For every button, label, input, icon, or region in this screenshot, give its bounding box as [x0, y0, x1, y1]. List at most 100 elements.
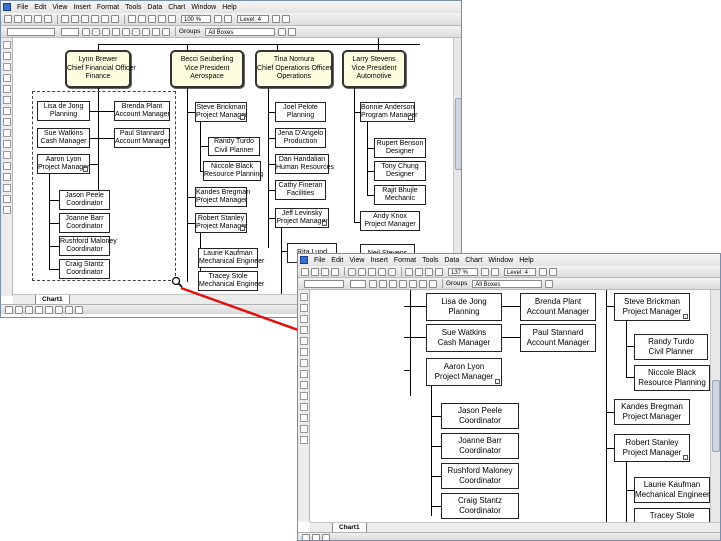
- style-icon[interactable]: [322, 533, 330, 540]
- menu-format[interactable]: Format: [393, 256, 417, 264]
- org-box[interactable]: Bonnie Anderson Program Manager -: [360, 102, 417, 122]
- back-vertical-scrollbar[interactable]: [453, 38, 461, 294]
- draw-icon[interactable]: [302, 533, 310, 540]
- org-box[interactable]: Lisa de Jong Planning: [37, 101, 90, 121]
- cut-icon[interactable]: [348, 267, 356, 276]
- undo-icon[interactable]: [378, 267, 386, 276]
- exec-box-becci-seuberling[interactable]: Becci Seuberling Vice President Aerospac…: [170, 50, 244, 88]
- org-box[interactable]: Rushford Maloney Coordinator: [441, 463, 519, 489]
- front-chart-canvas[interactable]: Lisa de Jong Planning Brenda Plant Accou…: [310, 290, 710, 522]
- align-right-icon[interactable]: [132, 27, 140, 36]
- shape-tool-icon[interactable]: [2, 195, 11, 203]
- assistant-tool-icon[interactable]: [2, 118, 11, 126]
- collapse-icon[interactable]: -: [408, 115, 413, 120]
- org-box[interactable]: Niccole Black Resource Planning: [634, 365, 710, 391]
- exec-box-tina-nomura[interactable]: Tina Nomura Chief Operations Officer Ope…: [255, 50, 333, 88]
- org-box[interactable]: Rupert Benson Designer: [374, 138, 426, 158]
- collapse-icon[interactable]: -: [240, 226, 245, 231]
- org-box[interactable]: Rajit Bhujle Mechanic: [374, 185, 426, 205]
- group-icon[interactable]: [65, 305, 73, 314]
- distribute-icon[interactable]: [55, 305, 63, 314]
- org-box[interactable]: Robert Stanley Project Manager -: [614, 434, 690, 462]
- scroll-thumb[interactable]: [712, 380, 720, 452]
- preview-icon[interactable]: [44, 15, 52, 23]
- menu-help[interactable]: Help: [222, 3, 237, 11]
- align-right-icon[interactable]: [419, 279, 427, 288]
- org-box[interactable]: Brenda Plant Account Manager: [520, 293, 596, 321]
- org-box[interactable]: Niccole Black Resource Planning: [203, 161, 263, 181]
- shadow-icon[interactable]: [15, 305, 23, 314]
- assistant-tool-icon[interactable]: [299, 370, 308, 378]
- align-icon[interactable]: [45, 305, 53, 314]
- zoom-out-icon[interactable]: [138, 15, 146, 23]
- org-box[interactable]: Jena D'Angelo Production: [275, 128, 326, 148]
- paste-icon[interactable]: [81, 15, 89, 23]
- groups-select[interactable]: All Boxes: [205, 27, 276, 36]
- back-chart-canvas[interactable]: Lynn Brewer Chief Financial Officer Fina…: [13, 38, 453, 294]
- underline-icon[interactable]: [102, 27, 110, 36]
- font-name-select[interactable]: [7, 27, 55, 36]
- org-box[interactable]: Kandes Bregman Project Manager: [614, 399, 690, 425]
- font-color-icon[interactable]: [162, 27, 170, 36]
- text-tool-icon[interactable]: [2, 140, 11, 148]
- collapse-icon[interactable]: [272, 15, 280, 23]
- menu-insert[interactable]: Insert: [73, 3, 91, 11]
- font-size-select[interactable]: [350, 279, 366, 288]
- menu-tools[interactable]: Tools: [125, 3, 142, 11]
- org-box[interactable]: Tracey Stole Mechanical Engineer: [634, 508, 710, 522]
- org-box[interactable]: Cathy Fineran Facilities: [275, 180, 326, 200]
- save-icon[interactable]: [24, 15, 32, 23]
- fill-tool-icon[interactable]: [2, 162, 11, 170]
- menu-file[interactable]: File: [17, 3, 29, 11]
- layout-icon[interactable]: [35, 305, 43, 314]
- menu-tools[interactable]: Tools: [422, 256, 439, 264]
- collapse-icon[interactable]: -: [83, 167, 88, 172]
- fill-tool-icon[interactable]: [299, 414, 308, 422]
- org-box[interactable]: Robert Stanley Project Manager -: [195, 213, 247, 233]
- org-box[interactable]: Rushford Maloney Coordinator: [59, 236, 117, 256]
- menu-window[interactable]: Window: [191, 3, 217, 11]
- pointer-tool-icon[interactable]: [299, 293, 308, 301]
- redo-icon[interactable]: [101, 15, 109, 23]
- org-box[interactable]: Steve Brickman Project Manager -: [614, 293, 690, 321]
- ellipse-tool-icon[interactable]: [2, 184, 11, 192]
- org-box[interactable]: Randy Turdo Civil Planner: [208, 137, 260, 156]
- menu-data[interactable]: Data: [147, 3, 163, 11]
- collapse-icon[interactable]: -: [240, 115, 245, 120]
- box-tool-icon[interactable]: [299, 304, 308, 312]
- org-box[interactable]: Aaron Lyon Project Manager -: [426, 358, 502, 386]
- connector-tool-icon[interactable]: [2, 74, 11, 82]
- align-left-icon[interactable]: [112, 27, 120, 36]
- org-box[interactable]: Kandes Bregman Project Manager: [195, 187, 250, 207]
- zoom-fit-icon[interactable]: [425, 267, 433, 276]
- menu-edit[interactable]: Edit: [331, 256, 344, 264]
- fill-color-icon[interactable]: [429, 279, 437, 288]
- underline-icon[interactable]: [389, 279, 397, 288]
- move-tool-icon[interactable]: [2, 63, 11, 71]
- org-box[interactable]: Sue Watkins Cash Manager: [37, 128, 90, 148]
- align-left-icon[interactable]: [399, 279, 407, 288]
- line-style-icon[interactable]: [75, 305, 83, 314]
- level-down-icon[interactable]: [224, 15, 232, 23]
- exec-box-larry-stevens[interactable]: Larry Stevens Vice President Automotive: [342, 50, 406, 88]
- menu-file[interactable]: File: [314, 256, 326, 264]
- org-box[interactable]: Andy Knox Project Manager: [360, 211, 420, 231]
- open-icon[interactable]: [311, 267, 319, 276]
- org-box[interactable]: Dan Handalian Human Resources: [275, 154, 334, 174]
- rect-tool-icon[interactable]: [299, 425, 308, 433]
- copy-icon[interactable]: [71, 15, 79, 23]
- menu-view[interactable]: View: [349, 256, 365, 264]
- paste-icon[interactable]: [368, 267, 376, 276]
- org-box[interactable]: Randy Turdo Civil Planner: [634, 334, 708, 360]
- org-box[interactable]: Joel Pelote Planning: [275, 102, 326, 122]
- move-tool-icon[interactable]: [299, 315, 308, 323]
- org-box[interactable]: Joanne Barr Coordinator: [59, 213, 110, 233]
- menu-view[interactable]: View: [52, 3, 68, 11]
- org-box[interactable]: Craig Stantz Coordinator: [59, 259, 110, 279]
- zoom-page-icon[interactable]: [158, 15, 166, 23]
- menu-window[interactable]: Window: [488, 256, 514, 264]
- connector-tool-icon[interactable]: [299, 326, 308, 334]
- border-tool-icon[interactable]: [2, 206, 11, 214]
- open-icon[interactable]: [14, 15, 22, 23]
- org-box[interactable]: Jason Peele Coordinator: [59, 190, 110, 210]
